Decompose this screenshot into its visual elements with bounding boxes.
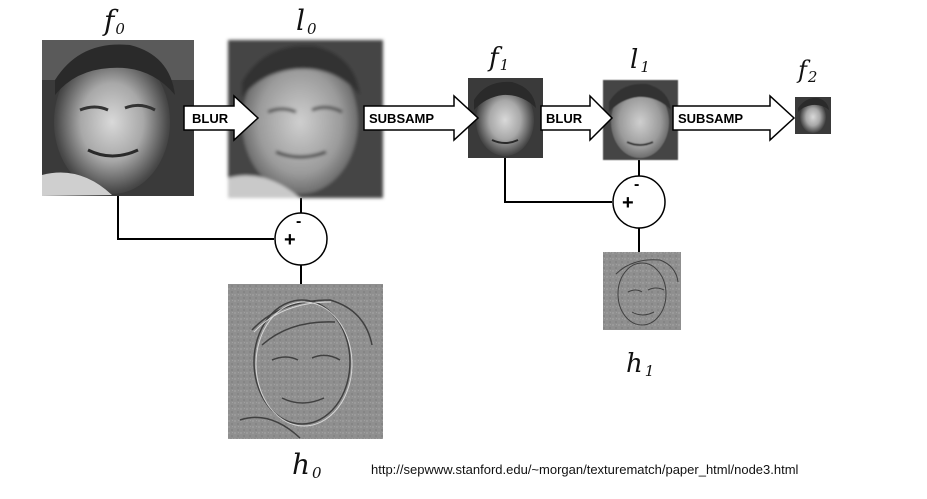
connector-lines: [117, 158, 640, 284]
label-f2: f2: [796, 56, 817, 86]
svg-text:f0: f0: [102, 4, 125, 38]
label-f0: f0: [102, 4, 125, 38]
arrow-subsamp-1: SUBSAMP: [363, 94, 480, 142]
image-h1: [603, 252, 681, 330]
summing-junction-1: + -: [612, 175, 666, 229]
source-url: http://sepwww.stanford.edu/~morgan/textu…: [371, 462, 799, 477]
svg-text:f1: f1: [487, 43, 509, 74]
line-f0-to-sum0: [117, 196, 274, 240]
sum0-plus-sign: +: [284, 229, 296, 251]
arrow-blur-2-label: BLUR: [546, 111, 583, 126]
image-l0: [228, 40, 383, 198]
image-f2: [795, 97, 831, 134]
arrow-subsamp-2: SUBSAMP: [672, 94, 796, 142]
svg-text:f2: f2: [796, 56, 817, 86]
sum1-minus-sign: -: [634, 176, 639, 193]
image-l1: [603, 80, 678, 160]
arrow-subsamp-1-label: SUBSAMP: [369, 111, 434, 126]
arrow-subsamp-2-label: SUBSAMP: [678, 111, 743, 126]
arrow-blur-2: BLUR: [540, 94, 614, 142]
line-f1-to-sum1: [504, 158, 612, 203]
sum1-plus-sign: +: [622, 192, 634, 214]
summing-junction-0: + -: [274, 212, 328, 266]
svg-text:l0: l0: [296, 4, 317, 38]
arrow-blur-1: BLUR: [183, 94, 260, 142]
arrow-blur-1-label: BLUR: [192, 111, 229, 126]
image-f1: [468, 78, 543, 158]
svg-text:h1: h1: [626, 349, 654, 380]
svg-text:h0: h0: [292, 448, 322, 482]
image-f0: [42, 40, 194, 196]
label-f1: f1: [487, 43, 509, 74]
svg-text:l1: l1: [630, 45, 650, 76]
image-h0: [228, 284, 383, 439]
sum0-minus-sign: -: [296, 213, 301, 230]
